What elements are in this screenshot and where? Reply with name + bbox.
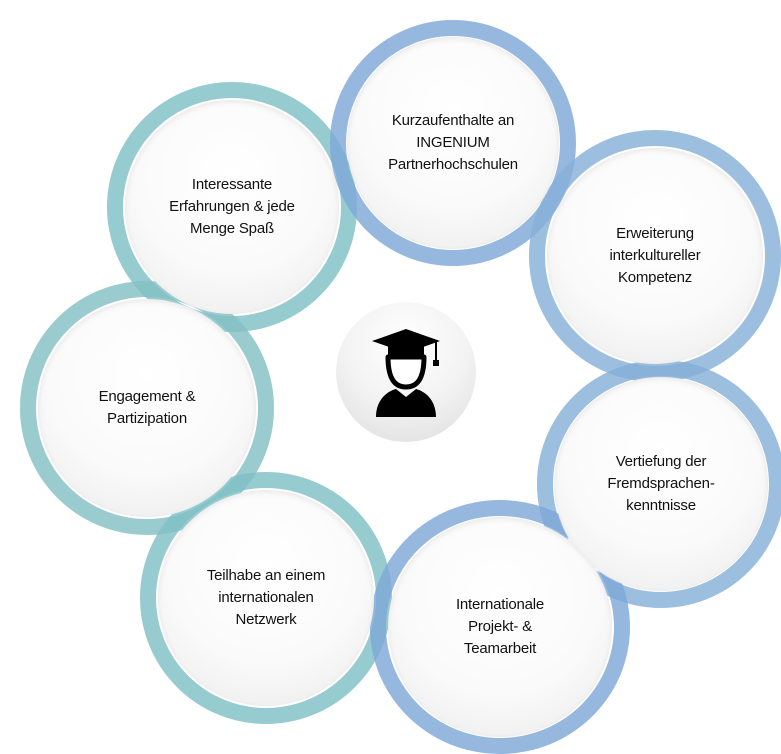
node-netzwerk: Teilhabe an einem internationalen Netzwe… bbox=[158, 490, 374, 706]
node-erfahrungen: Interessante Erfahrungen & jede Menge Sp… bbox=[125, 100, 339, 314]
node-projektarbeit: Internationale Projekt- & Teamarbeit bbox=[388, 517, 612, 737]
graduate-student-icon bbox=[372, 329, 440, 417]
node-label-netzwerk: Teilhabe an einem internationalen Netzwe… bbox=[206, 567, 326, 628]
node-label-erfahrungen: Interessante Erfahrungen & jede Menge Sp… bbox=[169, 176, 295, 237]
center-disc bbox=[336, 302, 476, 442]
node-label-kurzaufenthalte: Kurzaufenthalte an INGENIUM Partnerhochs… bbox=[388, 112, 518, 173]
node-label-engagement: Engagement & Partizipation bbox=[98, 388, 196, 427]
node-engagement: Engagement & Partizipation bbox=[38, 299, 256, 517]
node-label-projektarbeit: Internationale Projekt- & Teamarbeit bbox=[455, 596, 545, 657]
node-vertiefung: Vertiefung der Fremdsprachen- kenntnisse bbox=[554, 377, 768, 591]
node-kurzaufenthalte: Kurzaufenthalte an INGENIUM Partnerhochs… bbox=[347, 37, 559, 249]
node-label-erweiterung: Erweiterung interkultureller Kompetenz bbox=[609, 225, 701, 286]
node-label-vertiefung: Vertiefung der Fremdsprachen- kenntnisse bbox=[607, 453, 715, 514]
node-erweiterung: Erweiterung interkultureller Kompetenz bbox=[547, 148, 763, 364]
